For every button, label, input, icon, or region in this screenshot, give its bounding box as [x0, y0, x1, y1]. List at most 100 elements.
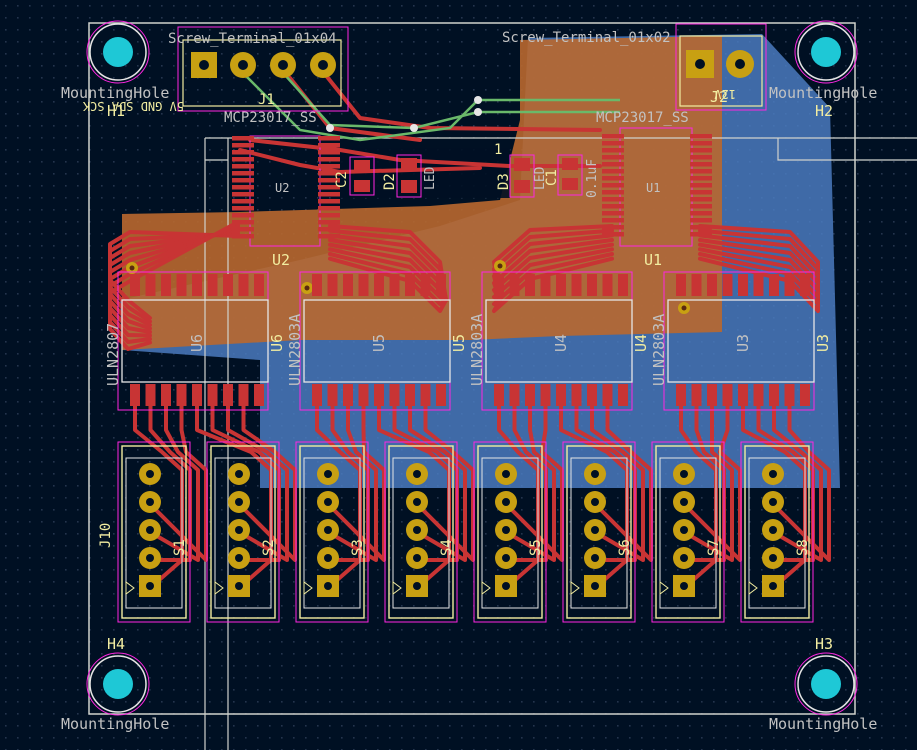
u1-pad-right — [690, 225, 712, 230]
driver-pad-bottom — [389, 384, 400, 406]
u1-pads — [602, 134, 712, 237]
connector-drill — [235, 582, 243, 590]
trace-driver-out — [574, 404, 637, 562]
screw-terminal-j1[interactable]: Screw_Terminal_01x04 J1 5V GND SDA SCK — [82, 26, 349, 113]
expander-u2[interactable]: U2 U2 MCP23017_SS — [224, 110, 340, 269]
screw-terminal-j2[interactable]: Screw_Terminal_01x02 J2 12V — [502, 23, 767, 111]
connector-drill — [235, 526, 243, 534]
driver-pad-top — [374, 274, 384, 296]
u1-pad-left — [602, 176, 624, 181]
u2-pads — [232, 136, 340, 239]
driver-pad-bottom — [312, 384, 322, 406]
d3-pad-a — [514, 158, 530, 171]
u1-pad-right — [690, 134, 712, 139]
j1-pin4-hole — [318, 60, 328, 70]
u1-pad-right — [690, 204, 712, 209]
j1-ref: J1 — [258, 92, 275, 108]
h3-hole — [811, 669, 841, 699]
connector-ref: J10 — [98, 523, 114, 548]
u1-pad-left — [602, 204, 624, 209]
driver-value: ULN2803A — [286, 314, 304, 386]
h1-courtyard — [86, 20, 150, 84]
driver-pad-bottom — [420, 384, 431, 406]
driver-body — [121, 299, 269, 383]
driver-pad-bottom — [525, 384, 535, 406]
connector-housing — [214, 457, 272, 609]
connector-drill — [680, 554, 688, 562]
u2-pad-left — [232, 185, 254, 190]
u2-pad-left — [232, 178, 254, 183]
j1-courtyard — [177, 26, 349, 112]
h2-ref: H2 — [815, 102, 833, 120]
u1-pad-left — [602, 148, 624, 153]
u1-pad-right — [690, 176, 712, 181]
connector-body — [477, 445, 543, 619]
u2-pad-right — [318, 178, 340, 183]
trace-driver-out — [133, 404, 184, 590]
h2-courtyard — [794, 20, 858, 84]
c1-outline — [557, 154, 583, 196]
j1-body — [182, 39, 342, 107]
connector-body — [299, 445, 365, 619]
driver-body — [667, 299, 815, 383]
mounting-hole-h2[interactable]: MountingHole H2 — [769, 20, 877, 120]
expander-u1[interactable]: U1 U1 MCP23017_SS — [596, 110, 712, 269]
j2-ref: J2 — [710, 88, 728, 106]
connector-drill — [324, 582, 332, 590]
driver-pad-top — [753, 274, 764, 296]
driver-ref: U4 — [632, 334, 650, 352]
u1-pad-right — [690, 183, 712, 188]
driver-pad-bottom — [327, 384, 338, 406]
driver-pad-top — [420, 274, 431, 296]
driver-pad-top — [494, 274, 504, 296]
trace-driver-out — [148, 404, 208, 562]
u1-pad-left — [602, 162, 624, 167]
connector-pin1-marker — [125, 581, 135, 595]
mounting-hole-h1[interactable]: MountingHole H1 — [61, 20, 169, 120]
d2-value: LED — [423, 166, 438, 190]
connector-body — [121, 445, 187, 619]
driver-pad-top — [238, 274, 249, 296]
trace-driver-out — [559, 404, 629, 590]
trace-driver-out — [326, 404, 386, 562]
connector-courtyard — [562, 441, 636, 623]
trace-driver-out — [210, 404, 281, 562]
connector-drill — [769, 470, 777, 478]
driver-pad-top — [540, 274, 551, 296]
driver-pad-bottom — [556, 384, 566, 406]
h4-courtyard — [86, 652, 150, 716]
u2-pad-left — [232, 150, 254, 155]
connector-drill — [591, 582, 599, 590]
connector-housing — [481, 457, 539, 609]
connector-drill — [235, 554, 243, 562]
u2-pad-right — [318, 234, 340, 239]
trace-u2-u6 — [108, 220, 240, 351]
h2-outline — [797, 23, 855, 81]
c1-ref: C1 — [544, 169, 560, 186]
mounting-hole-h4[interactable]: MountingHole H4 — [61, 635, 169, 733]
driver-pad-bottom — [738, 384, 748, 406]
connector-housing — [570, 457, 628, 609]
driver-pad-top — [618, 274, 628, 296]
via-drill — [129, 265, 135, 271]
trace-driver-out — [771, 404, 831, 562]
connector-label: S1 — [172, 539, 188, 556]
driver-body — [303, 299, 451, 383]
u2-pad-right — [318, 213, 340, 218]
u1-fab-ref: U1 — [646, 181, 660, 195]
u1-pad-left — [602, 218, 624, 223]
driver-pad-top — [800, 274, 810, 296]
h3-ref: H3 — [815, 635, 833, 653]
c1-value: 0.1uF — [585, 159, 600, 198]
u1-pad-left — [602, 211, 624, 216]
trace-driver-out — [195, 404, 273, 590]
u1-pad-right — [690, 218, 712, 223]
connector-drill — [502, 470, 510, 478]
driver-pad-top — [571, 274, 582, 296]
d3-value: LED — [533, 166, 548, 190]
mounting-hole-h3[interactable]: MountingHole H3 — [769, 635, 877, 733]
driver-pad-top — [707, 274, 717, 296]
j2-body — [679, 35, 763, 107]
connector-drill — [146, 582, 154, 590]
connector-drill — [502, 582, 510, 590]
